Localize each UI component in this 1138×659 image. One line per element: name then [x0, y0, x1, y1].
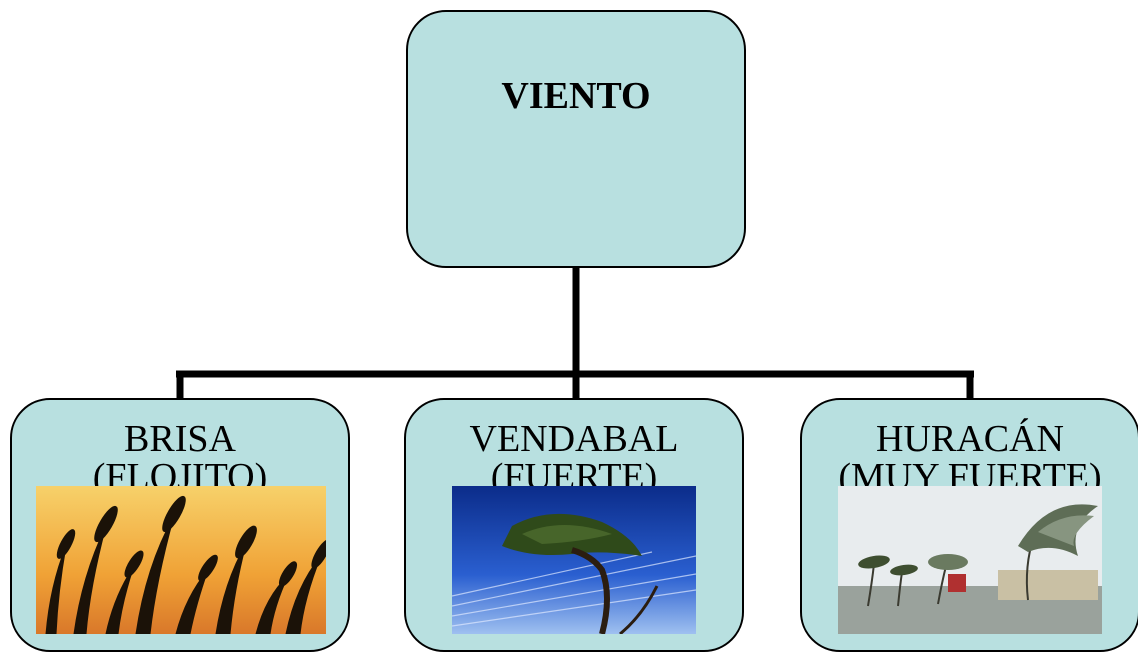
wind-bent-tree-photo: [452, 486, 696, 634]
node-vendabal: VENDABAL (FUERTE): [404, 398, 744, 652]
root-node: VIENTO: [406, 10, 746, 268]
node-title: HURACÁN: [876, 418, 1064, 460]
node-huracan: HURACÁN (MUY FUERTE): [800, 398, 1138, 652]
node-title: VENDABAL: [469, 418, 679, 460]
root-label: VIENTO: [501, 75, 651, 117]
hurricane-street-photo: [838, 486, 1102, 634]
reeds-silhouette-photo: [36, 486, 326, 634]
node-title: BRISA: [124, 418, 236, 460]
node-brisa: BRISA (FLOJITO): [10, 398, 350, 652]
